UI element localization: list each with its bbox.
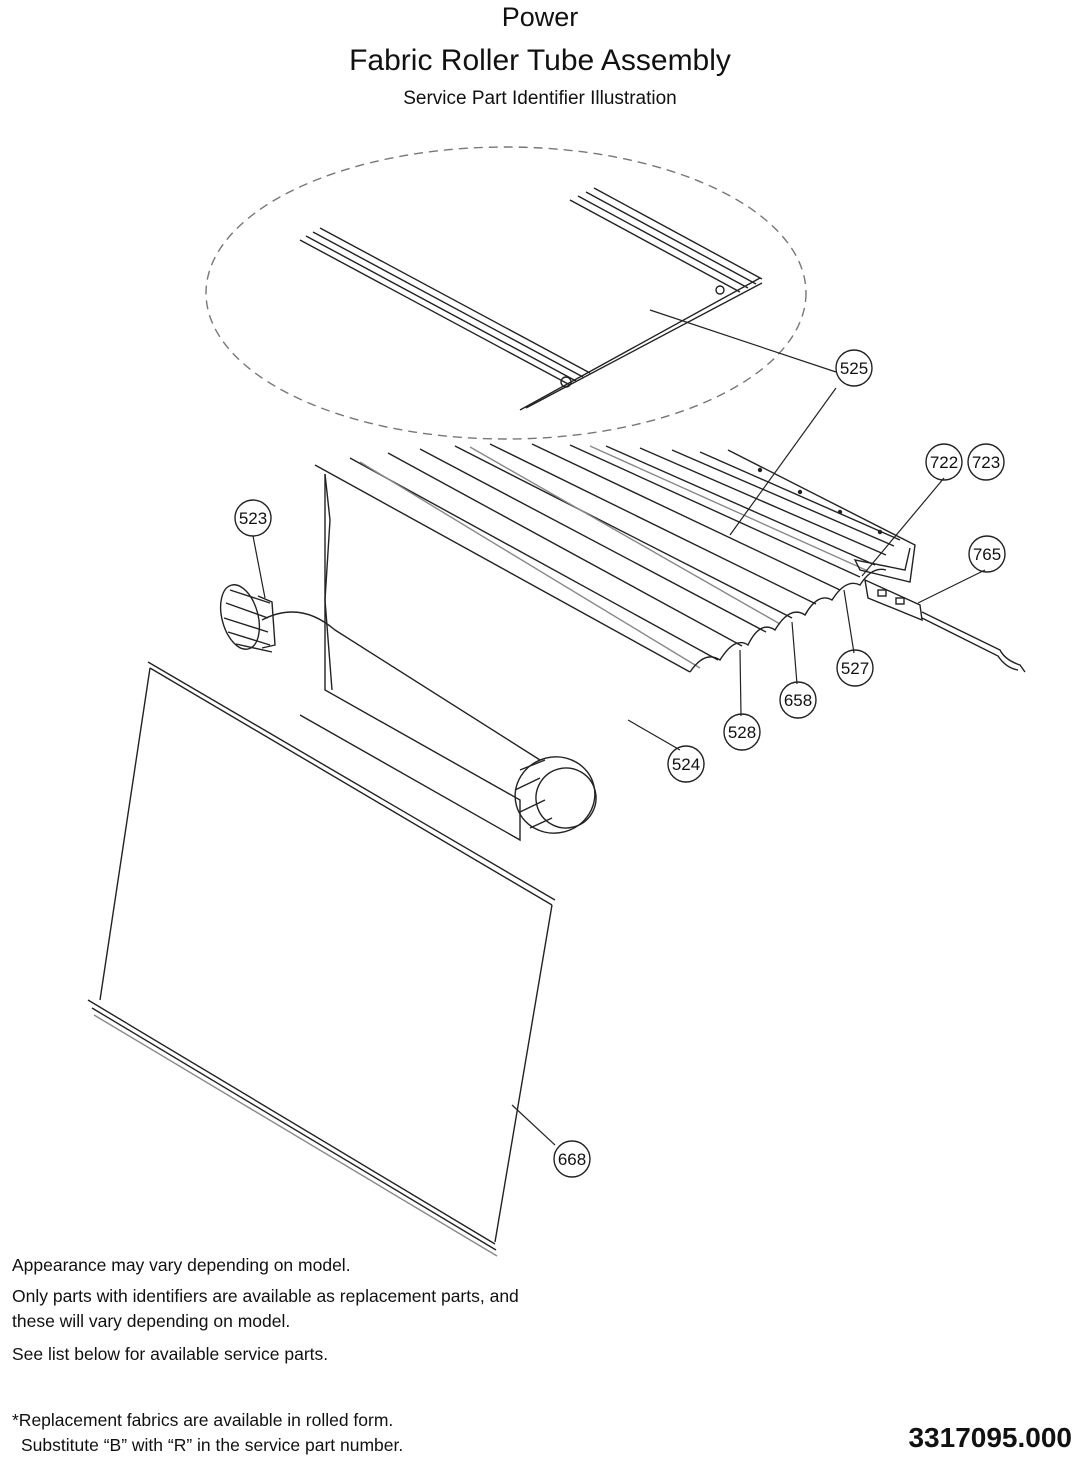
note-only-parts: Only parts with identifiers are availabl… xyxy=(12,1286,519,1331)
fabric-panel xyxy=(87,661,556,1257)
diagram-subtitle: Service Part Identifier Illustration xyxy=(403,88,677,109)
callout-bubbles xyxy=(234,349,1006,1178)
callout-722: 722 xyxy=(930,453,958,472)
motor-end xyxy=(864,578,1026,673)
note-substitute-line: Substitute “B” with “R” in the service p… xyxy=(21,1435,404,1455)
callout-723: 723 xyxy=(972,453,1000,472)
leader-lines xyxy=(252,309,986,1146)
detail-ellipse xyxy=(205,146,807,440)
part-number: 3317095.000 xyxy=(908,1422,1072,1453)
note-replacement: *Replacement fabrics are available in ro… xyxy=(12,1408,403,1458)
callout-524: 524 xyxy=(672,755,700,774)
callout-658: 658 xyxy=(784,691,812,710)
callout-528: 528 xyxy=(728,723,756,742)
detail-rails xyxy=(299,187,763,411)
diagram-title-power: Power xyxy=(501,2,579,32)
roller-fabric-assembly xyxy=(299,443,916,842)
callout-525: 525 xyxy=(840,359,868,378)
callout-527: 527 xyxy=(841,659,869,678)
callout-765: 765 xyxy=(973,545,1001,564)
callout-523: 523 xyxy=(239,509,267,528)
roller-tube xyxy=(219,584,597,834)
diagram-title-assembly: Fabric Roller Tube Assembly xyxy=(349,44,731,77)
callout-668: 668 xyxy=(558,1150,586,1169)
note-see-list: See list below for available service par… xyxy=(12,1344,329,1364)
note-appearance: Appearance may vary depending on model. xyxy=(12,1255,351,1275)
note-replacement-line: *Replacement fabrics are available in ro… xyxy=(12,1410,394,1430)
